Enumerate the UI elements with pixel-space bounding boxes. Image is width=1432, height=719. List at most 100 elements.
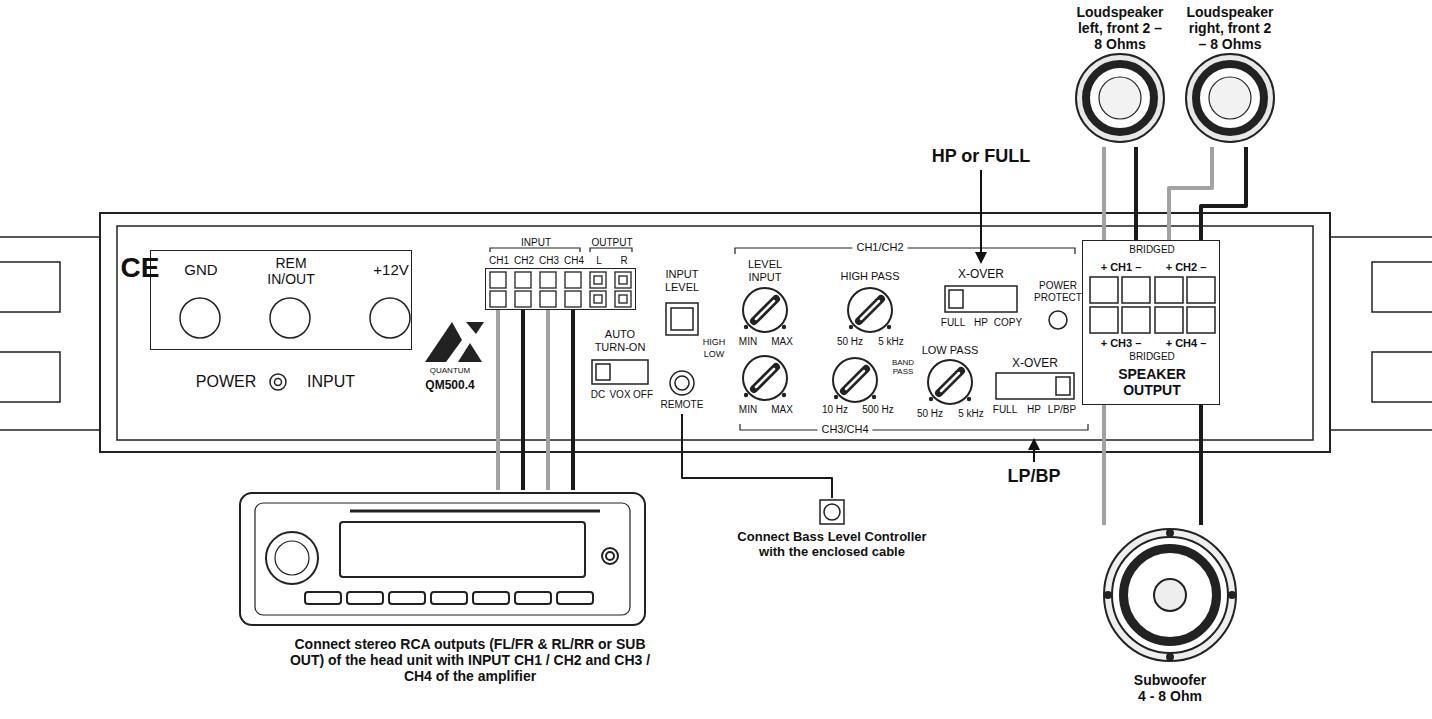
scale-label: 500 Hz	[862, 404, 894, 416]
group-brackets	[490, 248, 580, 252]
xover-switch: X-OVERFULLHPCOPY	[940, 266, 1030, 336]
bass-level-controller: Connect Bass Level Controller with the e…	[725, 498, 940, 593]
node-text: INPUT	[307, 373, 355, 391]
node-text: Connect stereo RCA outputs (FL/FR & RL/R…	[288, 636, 653, 684]
brand-logo	[458, 343, 482, 362]
knobs	[833, 358, 877, 402]
head-unit	[266, 532, 318, 584]
subwoofer: Subwoofer 4 - 8 Ohm	[1095, 525, 1245, 715]
power-terminals	[180, 298, 220, 338]
loudspeakers	[1076, 54, 1164, 142]
node-text: FULL	[993, 404, 1017, 416]
rca-jacks	[594, 295, 602, 303]
node-text: Subwoofer 4 - 8 Ohm	[1131, 672, 1209, 704]
head-unit	[431, 592, 467, 604]
rca-jacks	[515, 272, 531, 288]
speaker-terminals	[1122, 307, 1150, 333]
power-terminals	[275, 379, 282, 386]
group-brackets	[740, 424, 1088, 430]
subwoofer	[1127, 552, 1213, 638]
node-text: +12V	[373, 261, 408, 278]
node-text: OUTPUT	[591, 237, 632, 249]
callout-text: LP/BP	[1007, 466, 1060, 487]
head-unit: Connect stereo RCA outputs (FL/FR & RL/R…	[200, 490, 720, 712]
rca-input-block: INPUTOUTPUTCH1CH2CH3CH4LR	[485, 268, 636, 310]
speaker-terminals	[1090, 277, 1215, 333]
callout-arrows	[975, 252, 987, 264]
scale-label: MAX	[771, 336, 793, 348]
head-unit	[275, 541, 309, 575]
head-unit	[240, 493, 645, 625]
head-unit	[389, 592, 425, 604]
head-unit	[557, 592, 593, 604]
subwoofer	[1104, 529, 1236, 661]
remote-jack: REMOTE	[657, 368, 707, 414]
group-brackets	[590, 248, 632, 252]
brand-logo	[425, 322, 462, 362]
scale-label: 50 Hz	[917, 408, 943, 420]
group-label: CH3/CH4	[817, 423, 872, 436]
loudspeakers	[1193, 61, 1267, 135]
speaker-wire	[1102, 405, 1106, 525]
loudspeakers	[1186, 54, 1274, 142]
node-text: INPUT	[521, 237, 551, 249]
subwoofer	[1154, 579, 1186, 611]
switches	[596, 364, 610, 380]
head-unit	[350, 510, 600, 513]
heatsink-fins	[0, 262, 60, 312]
control-label: LEVEL INPUT	[740, 258, 790, 283]
subwoofer	[1229, 592, 1235, 598]
switches	[1056, 377, 1070, 395]
rca-jacks	[590, 272, 606, 288]
scale-label: 10 Hz	[822, 404, 848, 416]
amplifier-chassis	[117, 226, 1313, 440]
head-unit	[515, 592, 551, 604]
rca-jacks	[565, 291, 581, 307]
head-unit	[473, 592, 509, 604]
loudspeaker: Loudspeaker right, front 2 – 8 Ohms	[1180, 2, 1280, 147]
node-text: Loudspeaker left, front 2 – 8 Ohms	[1075, 4, 1165, 52]
scale-label: MAX	[771, 404, 793, 416]
switches	[996, 373, 1074, 399]
rca-jacks	[490, 291, 506, 307]
scale-label: 5 kHz	[958, 408, 984, 420]
node-text: VOX	[609, 389, 630, 401]
bass-controller	[820, 500, 844, 524]
power-terminal-block: GNDREM IN/OUT+12VPOWERINPUT	[150, 250, 412, 350]
node-text: X-OVER	[1012, 357, 1058, 371]
heatsink-fins	[0, 237, 100, 430]
node-text: REM IN/OUT	[261, 255, 321, 287]
speaker-wire	[521, 310, 525, 490]
node-text: SPEAKER OUTPUT	[1102, 366, 1202, 398]
amplifier-chassis	[100, 213, 1330, 452]
subwoofer	[1104, 529, 1236, 661]
node-text: GND	[184, 261, 217, 278]
switches	[592, 360, 648, 384]
loudspeaker: Loudspeaker left, front 2 – 8 Ohms	[1070, 2, 1170, 147]
rca-jacks	[515, 291, 531, 307]
bass-controller	[820, 500, 844, 524]
callout-arrows	[975, 170, 1040, 462]
node-text: LP/BP	[1048, 404, 1076, 416]
power-terminals	[270, 298, 310, 338]
node-text: + CH1 –	[1101, 261, 1142, 274]
head-unit	[255, 503, 630, 615]
subwoofer	[1105, 592, 1111, 598]
callout-arrows	[1028, 438, 1040, 450]
head-unit	[305, 592, 341, 604]
node-text: QUANTUM	[430, 366, 470, 375]
speaker-terminals	[1155, 307, 1183, 333]
control-label: BAND PASS	[885, 358, 921, 376]
node-text: L	[596, 255, 602, 267]
speaker-terminals	[1187, 277, 1215, 303]
head-unit	[606, 552, 614, 560]
rca-jacks	[565, 272, 581, 288]
rca-jacks	[540, 291, 556, 307]
rca-jacks	[615, 272, 631, 288]
node-text: REMOTE	[661, 399, 704, 411]
loudspeakers	[1209, 77, 1251, 119]
loudspeakers	[1089, 67, 1151, 129]
speaker-wire	[1199, 405, 1203, 525]
switch-label: HIGH	[703, 337, 726, 347]
